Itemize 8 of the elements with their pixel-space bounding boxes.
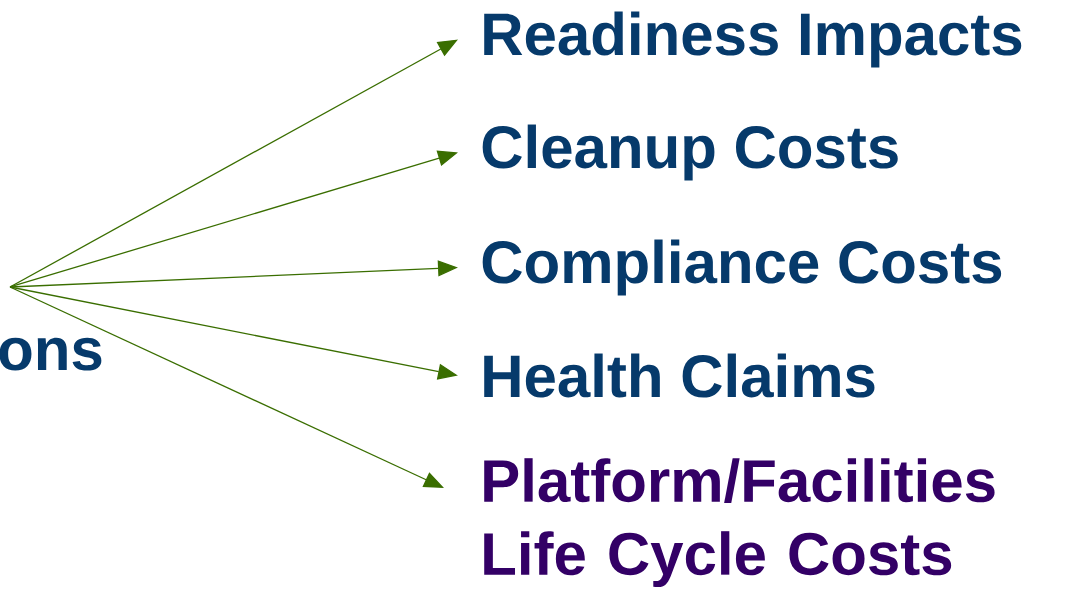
item-text: Readiness Impacts <box>484 11 1022 68</box>
item-text: ons <box>0 337 102 371</box>
item-text: Platform/Facilities Life Cycle Costs <box>484 458 995 588</box>
arrow <box>9 39 458 288</box>
item-text: Compliance Costs <box>482 239 1002 296</box>
item-text: Health Claims <box>484 353 875 398</box>
arrow <box>9 286 444 488</box>
item-text: Cleanup Costs <box>482 124 898 181</box>
